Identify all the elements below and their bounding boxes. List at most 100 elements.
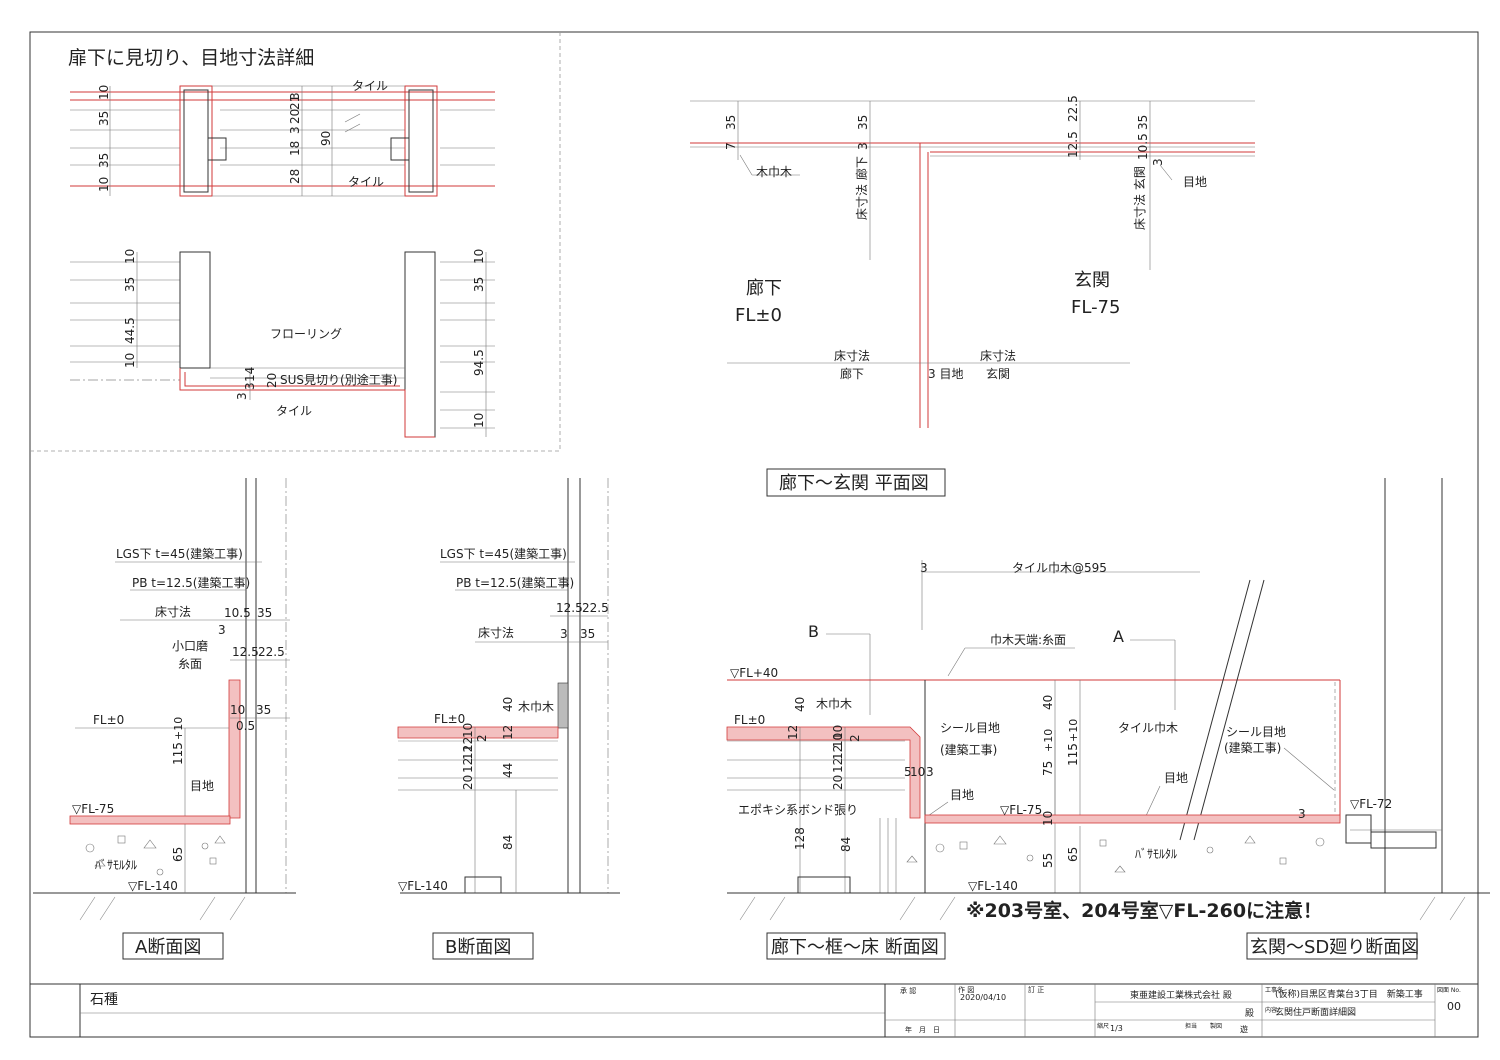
secB-lgs: LGS下 t=45(建築工事) <box>440 546 567 561</box>
tb-scale-label: 縮尺 <box>1097 1022 1109 1030</box>
secA-lgs: LGS下 t=45(建築工事) <box>116 546 243 561</box>
bot-dim-r2: 35 <box>472 277 486 292</box>
secA-basamortar: ﾊﾞｻﾓﾙﾀﾙ <box>95 858 137 872</box>
secC-small1: 5 <box>904 765 912 779</box>
detail-box-border <box>30 32 561 452</box>
top-dim-l1: 10 <box>97 85 111 100</box>
secC-tile-habaki2: タイル巾木 <box>1118 721 1178 735</box>
secA-d8: 0.5 <box>236 719 255 733</box>
plan-dim-mid-35: 35 <box>856 115 870 130</box>
secC-dim55: 55 <box>1041 853 1055 868</box>
secA-koguchi2: 糸面 <box>178 657 202 671</box>
plan-dim-rb-1: 35 <box>1136 115 1150 130</box>
top-dim-90: 90 <box>319 131 333 146</box>
secA-pb: PB t=12.5(建築工事) <box>132 575 250 590</box>
tb-company: 東亜建設工業株式会社 殿 <box>1130 989 1232 1001</box>
secC-dim10: 10 <box>1041 811 1055 826</box>
tb-koji-label: 工事名 <box>1265 986 1283 994</box>
top-dim-m5: 18 <box>288 141 302 156</box>
top-dim-l2: 35 <box>97 111 111 126</box>
secB-v2a: 20 <box>461 775 475 790</box>
secB-dm1: 3 <box>560 627 568 641</box>
secC-v1c: 2 <box>848 734 862 742</box>
secA-koguchi1: 小口磨 <box>172 639 208 653</box>
secA-fl0: FL±0 <box>93 713 124 727</box>
secA-d1: 10.5 <box>224 606 251 620</box>
secA-d2: 35 <box>257 606 272 620</box>
secB-dt1: 12.5 <box>556 601 583 615</box>
secC-dim40b: 40 <box>1041 695 1055 710</box>
secC-basamortar: ﾊﾞｻﾓﾙﾀﾙ <box>1135 847 1177 861</box>
secB-dt2: 22.5 <box>582 601 609 615</box>
secA-d5: 22.5 <box>258 645 285 659</box>
secB-pb: PB t=12.5(建築工事) <box>456 575 574 590</box>
secB-dim84: 84 <box>501 835 515 850</box>
bot-dim-l1: 10 <box>123 249 137 264</box>
bot-dim-l2: 35 <box>123 277 137 292</box>
bot-dim-m3: 14 <box>243 367 257 382</box>
tb-scale: 1/3 <box>1110 1024 1123 1033</box>
secC-b: B <box>808 622 819 641</box>
secB-kihaba: 木巾木 <box>518 700 554 714</box>
top-dim-m6: 28 <box>288 169 302 184</box>
secC-dim3b: 3 <box>1298 807 1306 821</box>
top-dim-l3: 35 <box>97 153 111 168</box>
top-dim-m1: 3 <box>288 92 302 100</box>
secC-dim75: 75 <box>1041 761 1055 776</box>
secC-mejichi-a: 目地 <box>950 788 974 802</box>
plan-dim-mid-3: 3 <box>856 142 870 150</box>
plan-center-dim: 3 目地 <box>928 367 963 381</box>
plan-dim-rb-3: 3 <box>1151 158 1165 166</box>
plan-fd-right-1: 床寸法 <box>980 349 1016 363</box>
secD-label: 玄関～SD廻り断面図 <box>1250 937 1419 958</box>
tb-date: 2020/04/10 <box>960 993 1006 1002</box>
tb-seizu: 製図 <box>1210 1022 1222 1030</box>
secC-v2b: 12 <box>831 758 845 773</box>
secC-fl75: ▽FL-75 <box>1000 803 1042 817</box>
secC-v2c: 12 <box>831 745 845 760</box>
secA-fl75: ▽FL-75 <box>72 802 114 816</box>
tb-yu: 遊 <box>1240 1024 1248 1034</box>
secC-seal-r2: (建築工事) <box>1224 740 1281 755</box>
title-block: 石種 承 認 作 図 2020/04/10 訂 正 東亜建設工業株式会社 殿 工… <box>30 983 1478 1037</box>
secB-v2c: 12 <box>461 745 475 760</box>
plan-mejichi: 目地 <box>1183 175 1207 189</box>
tb-drawing-no: 00 <box>1447 1000 1461 1013</box>
secC-fl0: FL±0 <box>734 713 765 727</box>
secA-d7: 35 <box>256 703 271 717</box>
secC-small2: 10 <box>910 765 925 779</box>
plan-fd-left-1: 床寸法 <box>834 349 870 363</box>
secB-v2b: 12 <box>461 758 475 773</box>
tb-draw: 作 図 <box>958 985 974 994</box>
secC-kihaba: 木巾木 <box>816 697 852 711</box>
secC-dim128: 128 <box>793 827 807 850</box>
flooring-label: フローリング <box>270 327 342 341</box>
tb-drawing-no-label: 図面 No. <box>1437 987 1461 994</box>
secB-v1a: 10 <box>461 723 475 738</box>
tile-top-label: タイル <box>352 79 388 93</box>
bot-dim-r3: 94.5 <box>472 349 486 376</box>
secC-v1a: 12 <box>786 725 800 740</box>
secC-dim115: 115 <box>1066 743 1080 766</box>
tb-ymd: 年 月 日 <box>905 1025 940 1034</box>
secA-dim115: 115 <box>171 742 185 765</box>
secC-a: A <box>1113 627 1124 646</box>
bot-dim-m4: 20 <box>265 373 279 388</box>
secC-dim115-sup: +10 <box>1067 719 1080 742</box>
secB-label-box <box>432 932 534 960</box>
secC-dim84: 84 <box>839 837 853 852</box>
secC-fl140: ▽FL-140 <box>968 879 1018 893</box>
secC-tile-habaki: タイル巾木@595 <box>1012 561 1107 575</box>
tb-approve: 承 認 <box>900 986 916 995</box>
secA-floor-dim: 床寸法 <box>155 605 191 619</box>
secC-dim75-sup: +10 <box>1042 729 1055 752</box>
plan-drawing: 35 7 35 3 22.5 12.5 35 10.5 3 木巾木 目地 床寸法… <box>690 95 1255 497</box>
sus-label: SUS見切り(別途工事) <box>280 372 397 387</box>
secB-dim12: 12 <box>501 725 515 740</box>
detail-title: 扉下に見切り、目地寸法詳細 <box>68 47 314 69</box>
tile-mid-label: タイル <box>348 175 384 189</box>
secB-v1b: 12 <box>461 737 475 752</box>
secC-epoxy: エポキシ系ボンド張り <box>738 803 858 817</box>
secA-d6: 10 <box>230 703 245 717</box>
